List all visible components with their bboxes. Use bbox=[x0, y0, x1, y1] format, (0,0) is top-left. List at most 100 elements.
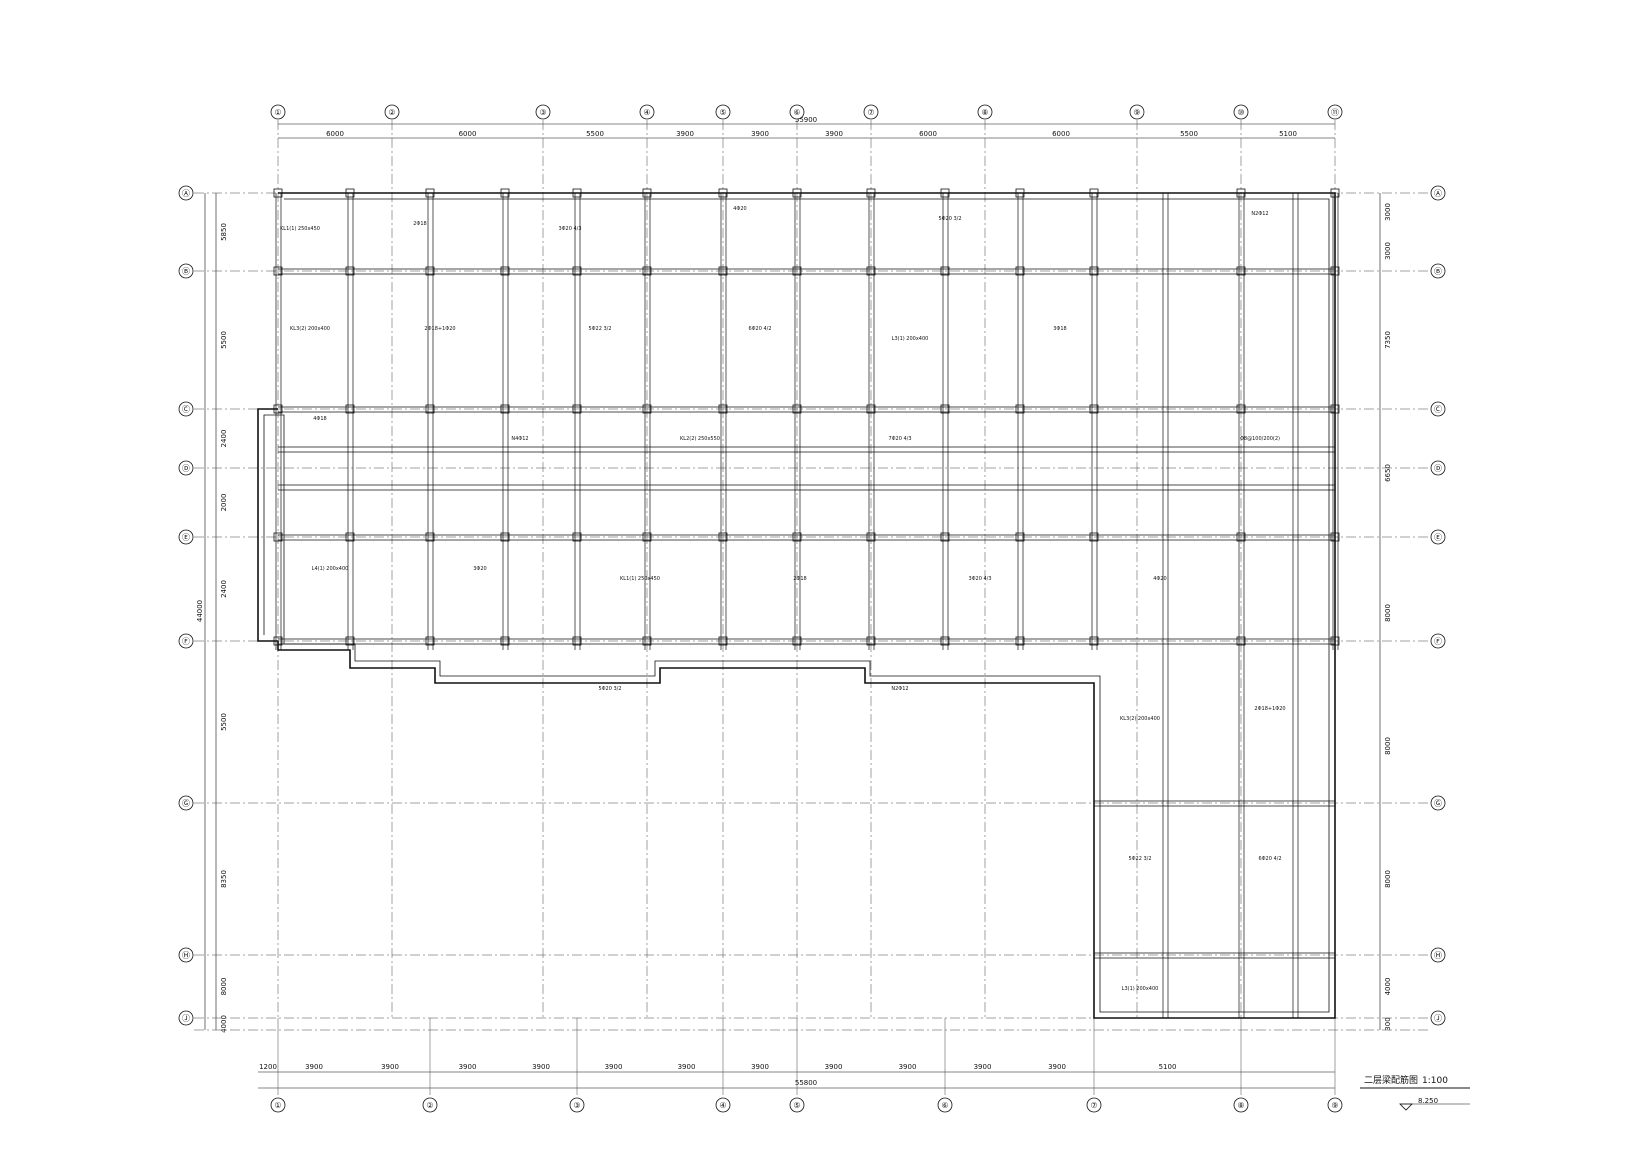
column-box bbox=[642, 188, 652, 198]
dim-label-bottom: 3900 bbox=[532, 1063, 550, 1071]
dim-label-bottom: 3900 bbox=[459, 1063, 477, 1071]
beam-note: 3Φ20 4/3 bbox=[968, 576, 991, 582]
title-block: 二层梁配筋图 1:100 8.250 bbox=[1360, 1074, 1470, 1111]
dim-label-right: 3000 bbox=[1384, 203, 1392, 221]
dim-label-right: 6650 bbox=[1384, 464, 1392, 482]
column-box bbox=[1089, 636, 1099, 646]
axis-label-bottom: ⑨ bbox=[1331, 1101, 1338, 1110]
dim-total-top: 55900 bbox=[795, 116, 817, 124]
column-box bbox=[866, 636, 876, 646]
column-box bbox=[866, 404, 876, 414]
column-box bbox=[425, 188, 435, 198]
beam-note: 6Φ20 4/2 bbox=[1258, 856, 1281, 862]
dim-label-bottom: 3900 bbox=[751, 1063, 769, 1071]
axis-label-top: ① bbox=[274, 108, 281, 117]
axis-bubble-right bbox=[1430, 460, 1446, 476]
column-box bbox=[792, 636, 802, 646]
dim-label-top: 5500 bbox=[586, 130, 604, 138]
dim-label-top: 6000 bbox=[1052, 130, 1070, 138]
column-box bbox=[345, 266, 355, 276]
dim-label-top: 6000 bbox=[459, 130, 477, 138]
axis-label-right: Ⓙ bbox=[1434, 1014, 1442, 1023]
axis-label-left: Ⓖ bbox=[182, 799, 190, 808]
axis-label-right: Ⓕ bbox=[1434, 637, 1442, 646]
axis-bubble-left bbox=[178, 529, 194, 545]
axis-bubble-right bbox=[1430, 633, 1446, 649]
beam-note: 5Φ22 3/2 bbox=[1128, 856, 1151, 862]
axis-label-top: ⑧ bbox=[981, 108, 988, 117]
column-box bbox=[718, 404, 728, 414]
column-box bbox=[792, 188, 802, 198]
column-box bbox=[718, 188, 728, 198]
column-box bbox=[345, 404, 355, 414]
column-box bbox=[940, 404, 950, 414]
beam-note: 2Φ18 bbox=[793, 576, 806, 582]
dim-label-bottom: 3900 bbox=[605, 1063, 623, 1071]
beam-note: 2Φ18+1Φ20 bbox=[1254, 706, 1285, 712]
dim-label-bottom: 3900 bbox=[381, 1063, 399, 1071]
column-box bbox=[940, 266, 950, 276]
elevation-value: 8.250 bbox=[1418, 1097, 1438, 1105]
column-box bbox=[1236, 636, 1246, 646]
dim-label-right: 300 bbox=[1384, 1017, 1392, 1030]
axis-bubble-right bbox=[1430, 401, 1446, 417]
axis-bubble-right bbox=[1430, 263, 1446, 279]
axis-label-left: Ⓑ bbox=[182, 267, 190, 276]
axis-bubble-bottom bbox=[422, 1097, 438, 1113]
column-box bbox=[642, 532, 652, 542]
axis-bubble-left bbox=[178, 460, 194, 476]
axis-label-left: Ⓕ bbox=[182, 637, 190, 646]
column-box bbox=[345, 636, 355, 646]
axis-bubble-top bbox=[789, 104, 805, 120]
beam-note: 5Φ20 3/2 bbox=[598, 686, 621, 692]
axis-bubble-right bbox=[1430, 1010, 1446, 1026]
beam-note: 2Φ18+1Φ20 bbox=[424, 326, 455, 332]
column-box bbox=[425, 636, 435, 646]
column-box bbox=[866, 188, 876, 198]
dim-label-bottom: 3900 bbox=[678, 1063, 696, 1071]
building-outline-inner bbox=[263, 198, 1330, 1013]
axis-bubble-bottom bbox=[1233, 1097, 1249, 1113]
column-box bbox=[940, 532, 950, 542]
axis-bubble-bottom bbox=[937, 1097, 953, 1113]
dim-label-bottom: 3900 bbox=[1048, 1063, 1066, 1071]
axis-label-right: Ⓖ bbox=[1434, 799, 1442, 808]
axis-bubble-top bbox=[863, 104, 879, 120]
axis-label-bottom: ⑧ bbox=[1237, 1101, 1244, 1110]
dim-label-right: 8000 bbox=[1384, 604, 1392, 622]
axis-label-right: Ⓓ bbox=[1434, 464, 1442, 473]
dim-label-left: 2400 bbox=[220, 430, 228, 448]
column-box bbox=[273, 636, 283, 646]
beam-note: L3(1) 200x400 bbox=[892, 336, 929, 342]
axis-label-top: ⑩ bbox=[1237, 108, 1244, 117]
dim-label-left: 8000 bbox=[220, 978, 228, 996]
column-box bbox=[792, 404, 802, 414]
axis-bubble-top bbox=[384, 104, 400, 120]
drawing-title: 二层梁配筋图 bbox=[1364, 1074, 1418, 1086]
axis-bubble-bottom bbox=[789, 1097, 805, 1113]
axis-label-left: Ⓓ bbox=[182, 464, 190, 473]
beam-note: KL3(2) 200x400 bbox=[290, 326, 330, 332]
beam-note: 5Φ20 3/2 bbox=[938, 216, 961, 222]
column-box bbox=[642, 404, 652, 414]
column-box bbox=[425, 532, 435, 542]
axis-label-top: ⑨ bbox=[1133, 108, 1140, 117]
beam-note: KL3(2) 200x400 bbox=[1120, 716, 1160, 722]
beam-note: 7Φ20 4/3 bbox=[888, 436, 911, 442]
drawing-scale: 1:100 bbox=[1422, 1076, 1448, 1086]
column-box bbox=[1330, 404, 1340, 414]
axis-label-right: Ⓑ bbox=[1434, 267, 1442, 276]
column-box bbox=[1015, 636, 1025, 646]
beam-note: KL2(2) 250x550 bbox=[680, 436, 720, 442]
dim-label-bottom: 3900 bbox=[305, 1063, 323, 1071]
axis-bubble-top bbox=[977, 104, 993, 120]
beam-note: L3(1) 200x400 bbox=[1122, 986, 1159, 992]
axis-label-top: ⑦ bbox=[867, 108, 874, 117]
dim-label-top: 6000 bbox=[919, 130, 937, 138]
axis-bubble-left bbox=[178, 633, 194, 649]
dim-label-left: 5850 bbox=[220, 223, 228, 241]
column-box bbox=[642, 266, 652, 276]
dim-label-top: 3900 bbox=[676, 130, 694, 138]
column-box bbox=[345, 188, 355, 198]
